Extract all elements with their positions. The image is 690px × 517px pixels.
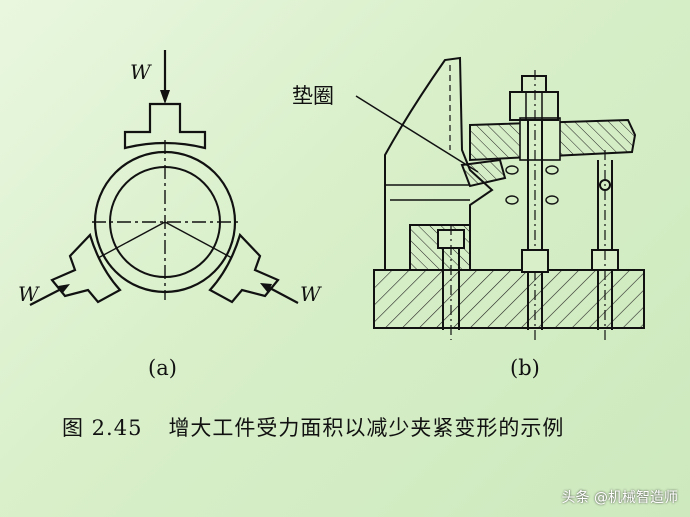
centre-lines [92,140,238,300]
radial-lines [97,221,233,259]
arrowhead-top [160,90,170,104]
sub-label-a: (a) [148,356,177,380]
stud-bolt [521,70,549,340]
base-plate [373,269,645,329]
force-label-left: W [18,282,39,306]
diagram-a [29,50,299,306]
callout-leader [355,95,479,173]
force-label-right: W [300,282,321,306]
force-label-top: W [130,60,151,84]
nut [509,91,559,121]
jaw-right [208,232,280,304]
sub-label-b: (b) [510,356,540,380]
washer-callout: 垫圈 [292,84,334,108]
jaw-top [123,102,207,150]
watermark: 头条 @机械智造师 [561,490,678,506]
spring [505,165,559,205]
figure-number: 图 2.45 [62,416,143,440]
diagram-b [355,56,645,340]
figure-caption-text: 增大工件受力面积以减少夹紧变形的示例 [168,416,565,440]
support-screw [437,225,465,340]
support-pin [591,150,619,340]
washer [460,158,507,188]
figure-caption: 图 2.45 增大工件受力面积以减少夹紧变形的示例 [62,412,564,442]
jaw-left [50,232,122,304]
